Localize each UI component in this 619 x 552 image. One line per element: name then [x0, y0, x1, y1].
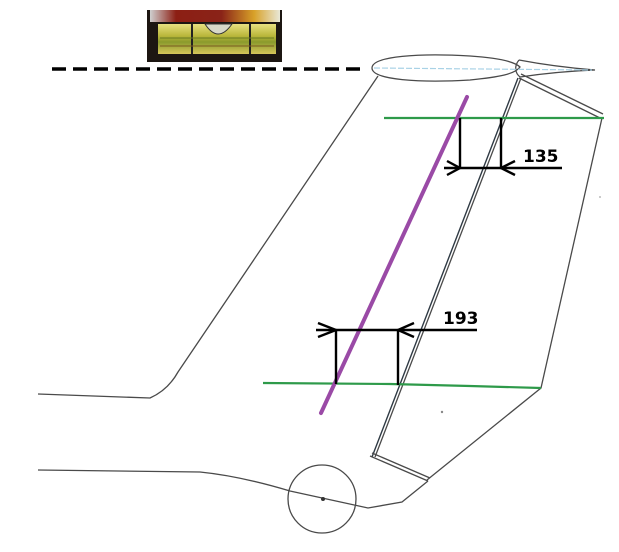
fuselage-lower-line [37, 469, 429, 509]
dimension-lower: 193 [316, 309, 479, 385]
tip-airfoil [371, 54, 596, 82]
reference-axis-line [319, 95, 469, 415]
hinge-line [371, 77, 519, 458]
speck [440, 410, 444, 414]
tail-wheel [287, 464, 357, 534]
lower-station-line [262, 381, 542, 390]
dimension-lower-value: 193 [443, 309, 479, 329]
rudder-bottom-edge [369, 452, 431, 482]
dimension-upper-value: 135 [523, 147, 559, 167]
dimension-upper: 135 [444, 118, 562, 177]
rudder-top-edge [518, 73, 604, 119]
fin-leading-edge [37, 75, 379, 399]
spirit-level-icon [147, 10, 282, 62]
speck [599, 196, 601, 198]
